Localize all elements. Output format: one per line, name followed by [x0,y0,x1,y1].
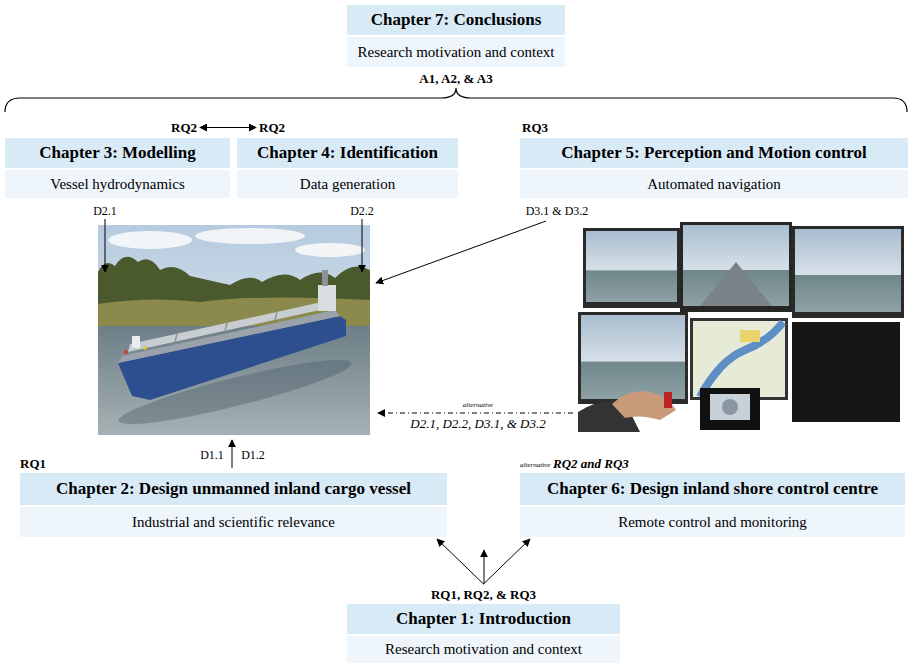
chapter-title: Chapter 5: Perception and Motion control [561,143,867,163]
deliverable-arrow [376,221,546,283]
alternative-label: alternative [463,401,493,410]
illustration-part [322,270,328,286]
chapter-box: Chapter 5: Perception and Motion control… [520,138,908,198]
illustration-part [690,318,788,400]
subtitle-band: Industrial and scientific relevance [20,507,447,537]
chapter-subtitle: Data generation [300,176,395,193]
title-band: Chapter 7: Conclusions [347,5,565,35]
subtitle-band: Research motivation and context [347,37,565,67]
illustration-part [792,226,904,318]
deliverable-arrow [232,440,233,468]
subtitle-band: Vessel hydrodynamics [5,170,230,198]
illustration-part [583,228,680,308]
illustration-part [680,222,792,312]
chapter-box: Chapter 4: IdentificationData generation… [237,138,458,198]
illustration-part [124,350,128,354]
research-question-label: RQ1, RQ2, & RQ3 [431,587,536,602]
chapter-subtitle: Research motivation and context [385,641,582,658]
connector-arrow [200,127,256,128]
illustration-part [700,322,783,397]
illustration-part [700,388,760,430]
chapter-title: Chapter 6: Design inland shore control c… [547,479,878,499]
deliverable-label: D2.1, D2.2, D3.1, & D3.2 [410,417,545,431]
chapter-subtitle: Automated navigation [647,176,781,193]
illustration-part [195,228,305,244]
illustration-part [175,312,277,342]
illustration-part [128,302,322,352]
connector-arrow [437,539,484,584]
illustration-part [581,315,685,399]
illustration-part [664,392,672,408]
deliverable-label: D3.1 & D3.2 [526,204,589,218]
alternative-arrow [378,413,573,414]
chapter-title: Chapter 1: Introduction [396,609,571,629]
research-question-label: RQ2 [171,120,197,135]
illustration-part [98,225,370,435]
research-question-label: RQ1 [20,456,46,471]
subtitle-band: Research motivation and context [347,636,620,663]
research-question-label: RQ2 [259,120,285,135]
title-band: Chapter 5: Perception and Motion control [520,138,908,168]
illustration-part [586,231,677,302]
deliverable-label: D2.2 [350,204,374,218]
title-band: Chapter 3: Modelling [5,138,230,168]
research-question-arrow [484,550,485,584]
illustration-part [108,231,192,249]
illustration-part [722,399,738,415]
illustration-part [710,394,750,420]
illustration-part [740,330,760,342]
chapter-title: Chapter 7: Conclusions [371,10,542,30]
illustration-part [132,336,140,348]
illustration-part [318,285,336,311]
illustration-part [578,312,688,404]
illustration-part [118,310,340,363]
title-band: Chapter 4: Identification [237,138,458,168]
chapter-box: Chapter 7: ConclusionsResearch motivatio… [347,5,565,67]
illustration-part [792,322,900,422]
deliverable-label: D2.1 [93,204,117,218]
chapter-subtitle: Vessel hydrodynamics [50,176,185,193]
chapter-subtitle: Research motivation and context [357,44,554,61]
subtitle-band: Remote control and monitoring [520,507,905,537]
illustration-part [143,346,147,350]
chapter-title: Chapter 2: Design unmanned inland cargo … [56,479,411,499]
title-band: Chapter 6: Design inland shore control c… [520,473,905,505]
research-question-label: alternative [520,461,550,470]
chapter-title: Chapter 4: Identification [257,143,438,163]
research-question-label: RQ3 [522,120,548,135]
illustration-part [693,321,785,397]
chapter-title: Chapter 3: Modelling [39,143,195,163]
illustration-part [612,391,676,420]
illustration-part [683,225,789,306]
chapter-box: Chapter 3: ModellingVessel hydrodynamics… [5,138,230,198]
deliverable-label: D1.1 [200,448,224,462]
aim-label: A1, A2, & A3 [419,72,492,86]
research-question-label: RQ2 and RQ3 [553,456,629,471]
connector-arrow [484,539,531,584]
illustration-part [295,243,365,257]
deliverable-arrow [362,219,363,272]
deliverable-arrow [105,219,106,272]
chapter-subtitle: Remote control and monitoring [618,514,807,531]
chapter-box: Chapter 6: Design inland shore control c… [520,473,905,537]
subtitle-band: Automated navigation [520,170,908,198]
deliverable-label: D1.2 [241,448,265,462]
control-centre-photo [578,222,904,432]
illustration-part [795,229,901,312]
title-band: Chapter 1: Introduction [347,604,620,634]
chapter-subtitle: Industrial and scientific relevance [132,514,335,531]
title-band: Chapter 2: Design unmanned inland cargo … [20,473,447,505]
illustration-part [700,262,772,306]
chapter-box: Chapter 2: Design unmanned inland cargo … [20,473,447,537]
subtitle-band: Data generation [237,170,458,198]
vessel-photo [98,225,370,435]
chapter-box: Chapter 1: IntroductionResearch motivati… [347,604,620,663]
curly-brace [5,88,907,112]
